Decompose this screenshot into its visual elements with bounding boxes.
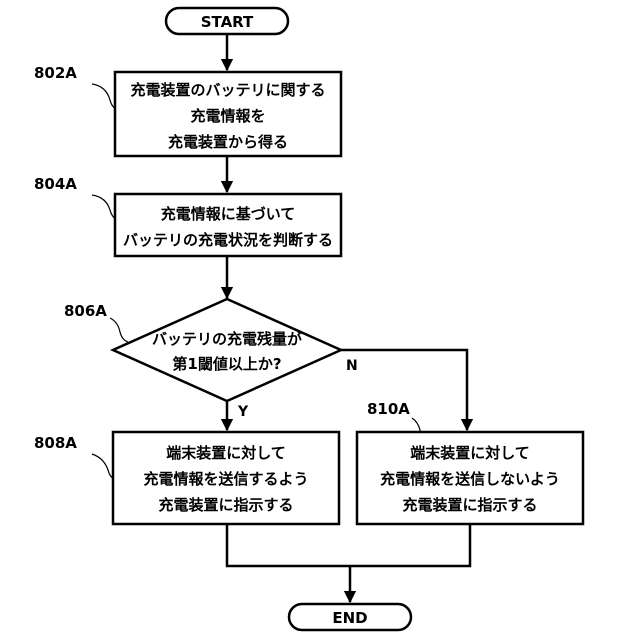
step-808a-line-3: 充電装置に指示する <box>158 496 293 514</box>
leader-806a <box>110 318 128 342</box>
step-810a: 810A 端末装置に対して 充電情報を送信しないよう 充電装置に指示する <box>357 400 583 524</box>
ref-label-804a: 804A <box>34 175 77 193</box>
decision-diamond-806a <box>113 299 341 401</box>
step-806a-line-2: 第1閾値以上か? <box>172 355 281 373</box>
branch-label-yes: Y <box>237 404 249 420</box>
step-802a-line-2: 充電情報を <box>190 107 265 125</box>
step-802a-line-3: 充電装置から得る <box>168 133 288 151</box>
step-808a-line-2: 充電情報を送信するよう <box>143 470 308 488</box>
branch-label-no: N <box>346 358 358 374</box>
start-label: START <box>201 13 254 31</box>
step-810a-line-2: 充電情報を送信しないよう <box>380 470 560 488</box>
end-label: END <box>332 609 367 627</box>
connector-merge <box>227 524 470 566</box>
end-terminal: END <box>289 604 411 630</box>
step-808a-line-1: 端末装置に対して <box>166 444 286 462</box>
step-804a-line-2: バッテリの充電状況を判断する <box>123 231 333 249</box>
ref-label-806a: 806A <box>64 302 107 320</box>
ref-label-810a: 810A <box>367 400 410 418</box>
step-804a: 804A 充電情報に基づいて バッテリの充電状況を判断する <box>34 175 341 256</box>
start-terminal: START <box>166 8 288 34</box>
connector-806a-810a <box>341 350 467 430</box>
step-804a-line-1: 充電情報に基づいて <box>161 205 296 223</box>
ref-label-802a: 802A <box>34 64 77 82</box>
step-806a: 806A バッテリの充電残量が 第1閾値以上か? Y N <box>64 299 358 420</box>
step-810a-line-1: 端末装置に対して <box>410 444 530 462</box>
step-802a-line-1: 充電装置のバッテリに関する <box>130 81 325 99</box>
step-810a-line-3: 充電装置に指示する <box>402 496 537 514</box>
step-806a-line-1: バッテリの充電残量が <box>152 330 303 348</box>
ref-label-808a: 808A <box>34 434 77 452</box>
step-802a: 802A 充電装置のバッテリに関する 充電情報を 充電装置から得る <box>34 64 341 156</box>
step-808a: 808A 端末装置に対して 充電情報を送信するよう 充電装置に指示する <box>34 432 339 524</box>
